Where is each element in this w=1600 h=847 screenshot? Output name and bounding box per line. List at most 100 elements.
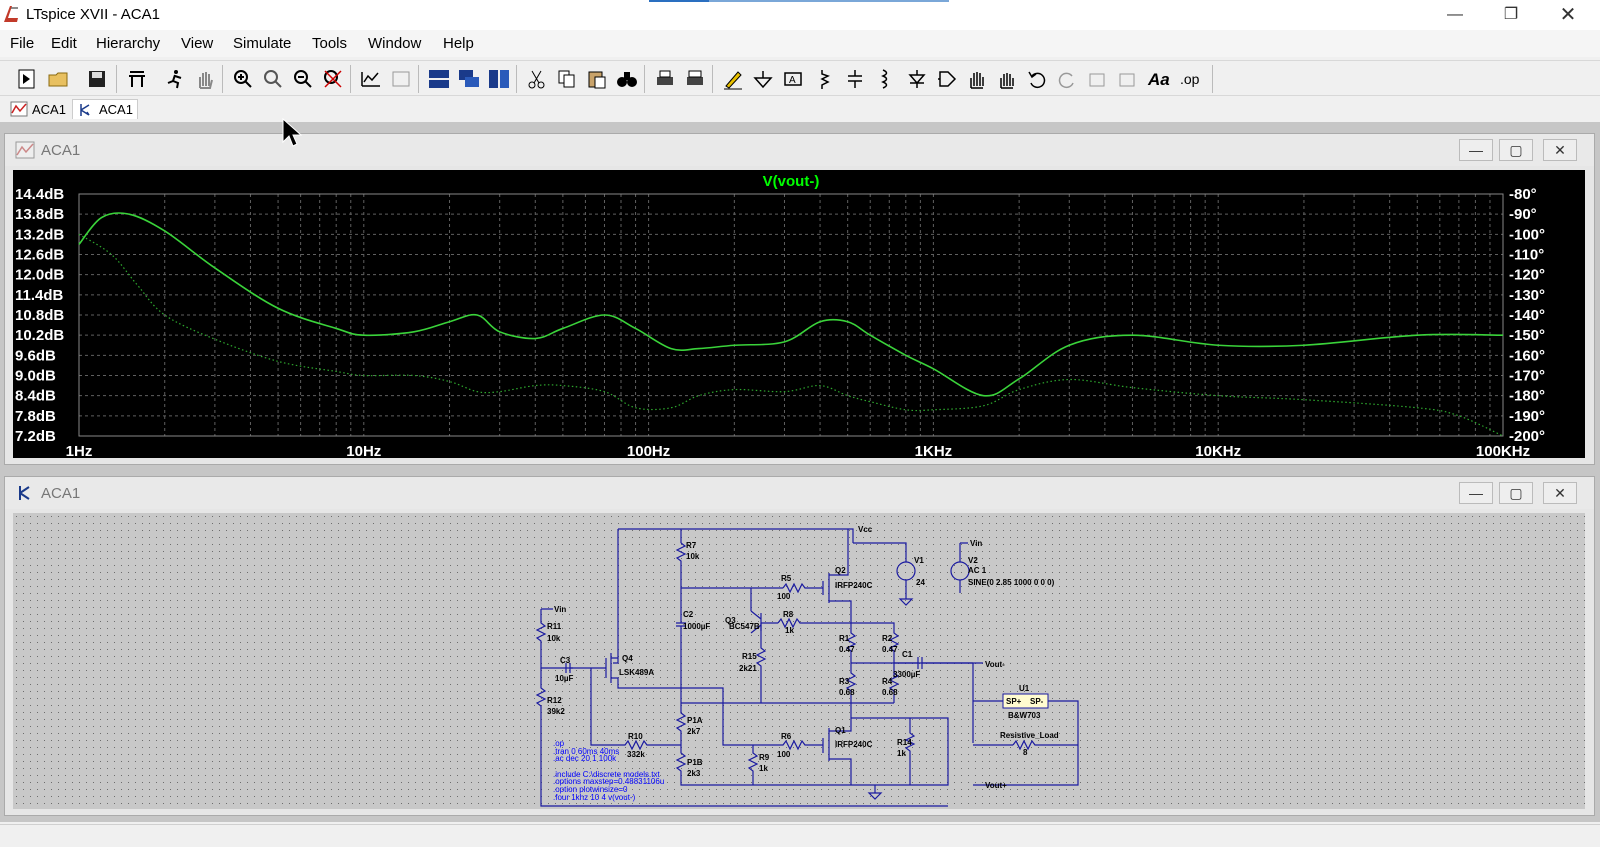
close-button[interactable]: ✕ bbox=[1559, 4, 1577, 26]
schematic-window[interactable]: ACA1 — ▢ ✕ bbox=[4, 476, 1595, 816]
redo-icon[interactable] bbox=[1054, 66, 1080, 92]
minimize-button[interactable]: — bbox=[1447, 6, 1463, 23]
y-left-tick-label: 14.4dB bbox=[15, 186, 64, 203]
waveform-window-titlebar[interactable]: ACA1 — ▢ ✕ bbox=[5, 134, 1594, 166]
trace-title[interactable]: V(vout-) bbox=[763, 173, 820, 190]
menu-tools[interactable]: Tools bbox=[312, 35, 348, 52]
component-value: LSK489A bbox=[619, 668, 654, 677]
halt-hand-icon[interactable] bbox=[192, 66, 218, 92]
y-left-tick-label: 7.2dB bbox=[15, 428, 56, 445]
zoom-pan-icon[interactable] bbox=[260, 66, 286, 92]
rotate-icon[interactable] bbox=[1084, 66, 1110, 92]
open-folder-icon[interactable] bbox=[45, 66, 71, 92]
spice-directive[interactable]: .include C:\discrete models.txt bbox=[553, 770, 660, 779]
component-value: 2k3 bbox=[687, 769, 701, 778]
menu-help[interactable]: Help bbox=[443, 35, 474, 52]
component-value: 332k bbox=[627, 750, 645, 759]
menu-file[interactable]: File bbox=[10, 35, 35, 52]
component-ref: V1 bbox=[914, 556, 924, 565]
menu-view[interactable]: View bbox=[181, 35, 214, 52]
restore-button[interactable]: ❐ bbox=[1503, 6, 1519, 23]
component-value: 8 bbox=[1023, 748, 1028, 757]
y-right-tick-label: -80° bbox=[1509, 186, 1537, 203]
component-value: 100 bbox=[777, 750, 791, 759]
control-panel-icon[interactable] bbox=[124, 66, 150, 92]
component-ref: R2 bbox=[882, 634, 893, 643]
waveform-window-title: ACA1 bbox=[41, 142, 81, 159]
new-schematic-icon[interactable] bbox=[14, 66, 40, 92]
y-left-tick-label: 11.4dB bbox=[15, 287, 64, 304]
print-icon[interactable] bbox=[652, 66, 678, 92]
schematic-maximize-button[interactable]: ▢ bbox=[1499, 482, 1533, 504]
component-value: IRFP240C bbox=[835, 740, 873, 749]
copy-icon[interactable] bbox=[554, 66, 580, 92]
zoom-in-icon[interactable] bbox=[230, 66, 256, 92]
y-right-tick-label: -170° bbox=[1509, 368, 1545, 385]
plot-settings-icon[interactable] bbox=[388, 66, 414, 92]
move-hand-icon[interactable] bbox=[964, 66, 990, 92]
component-value: 0.47 bbox=[839, 645, 855, 654]
inductor-icon[interactable] bbox=[872, 66, 898, 92]
print-preview-icon[interactable] bbox=[682, 66, 708, 92]
diode-icon[interactable] bbox=[904, 66, 930, 92]
component-ref: V2 bbox=[968, 556, 978, 565]
net-label: Vin bbox=[554, 605, 566, 614]
menu-simulate[interactable]: Simulate bbox=[233, 35, 292, 52]
menu-edit[interactable]: Edit bbox=[51, 35, 77, 52]
label-net-icon[interactable]: A bbox=[780, 66, 806, 92]
spice-directive[interactable]: .options maxstep=0.48831106u bbox=[553, 777, 664, 786]
menu-window[interactable]: Window bbox=[368, 35, 422, 52]
zoom-out-icon[interactable] bbox=[290, 66, 316, 92]
spice-directive[interactable]: .ac dec 20 1 100k bbox=[553, 754, 617, 763]
component-ref: R14 bbox=[897, 738, 912, 747]
cascade-icon[interactable] bbox=[456, 66, 482, 92]
draw-wire-pencil-icon[interactable] bbox=[720, 66, 746, 92]
component-ref: Q1 bbox=[835, 726, 846, 735]
undo-icon[interactable] bbox=[1024, 66, 1050, 92]
schematic-close-button[interactable]: ✕ bbox=[1543, 482, 1577, 504]
find-binoculars-icon[interactable] bbox=[614, 66, 640, 92]
bode-plot[interactable]: 14.4dB13.8dB13.2dB12.6dB12.0dB11.4dB10.8… bbox=[13, 170, 1585, 460]
resistor-icon[interactable] bbox=[812, 66, 838, 92]
title-bar: LTspice XVII - ACA1 — ❐ ✕ bbox=[0, 0, 1600, 30]
component-value: 39k2 bbox=[547, 707, 565, 716]
x-tick-label: 10Hz bbox=[346, 443, 381, 458]
paste-icon[interactable] bbox=[584, 66, 610, 92]
waveform-maximize-button[interactable]: ▢ bbox=[1499, 139, 1533, 161]
schematic-window-titlebar[interactable]: ACA1 — ▢ ✕ bbox=[5, 477, 1594, 509]
spice-directive-icon[interactable]: .op bbox=[1178, 66, 1204, 92]
spice-directive[interactable]: .four 1khz 10 4 v(vout-) bbox=[553, 793, 636, 802]
component-icon[interactable] bbox=[934, 66, 960, 92]
save-icon[interactable] bbox=[84, 66, 110, 92]
ground-icon[interactable] bbox=[750, 66, 776, 92]
speaker-u1-box[interactable] bbox=[1002, 693, 1049, 709]
schematic-minimize-button[interactable]: — bbox=[1459, 482, 1493, 504]
text-icon[interactable]: Aa bbox=[1146, 66, 1172, 92]
tab-schematic[interactable]: ACA1 bbox=[72, 99, 138, 119]
autorange-icon[interactable] bbox=[358, 66, 384, 92]
net-label: Vout- bbox=[985, 660, 1005, 669]
cut-icon[interactable] bbox=[524, 66, 550, 92]
tile-horizontal-icon[interactable] bbox=[426, 66, 452, 92]
tab-label: ACA1 bbox=[32, 101, 66, 117]
run-icon[interactable] bbox=[162, 66, 188, 92]
spice-directive[interactable]: .op bbox=[553, 739, 565, 748]
component-ref: Resistive_Load bbox=[1000, 731, 1059, 740]
drag-hand-icon[interactable] bbox=[994, 66, 1020, 92]
menu-hierarchy[interactable]: Hierarchy bbox=[96, 35, 161, 52]
net-label: Vcc bbox=[858, 525, 873, 534]
spice-directive[interactable]: .option plotwinsize=0 bbox=[553, 785, 628, 794]
spice-directive[interactable]: .tran 0 60ms 40ms bbox=[553, 747, 619, 756]
mirror-icon[interactable] bbox=[1114, 66, 1140, 92]
zoom-fit-icon[interactable] bbox=[320, 66, 346, 92]
tab-waveform[interactable]: ACA1 bbox=[6, 99, 70, 119]
y-left-tick-label: 8.4dB bbox=[15, 388, 56, 405]
waveform-minimize-button[interactable]: — bbox=[1459, 139, 1493, 161]
capacitor-icon[interactable] bbox=[842, 66, 868, 92]
waveform-close-button[interactable]: ✕ bbox=[1543, 139, 1577, 161]
tile-vertical-icon[interactable] bbox=[486, 66, 512, 92]
